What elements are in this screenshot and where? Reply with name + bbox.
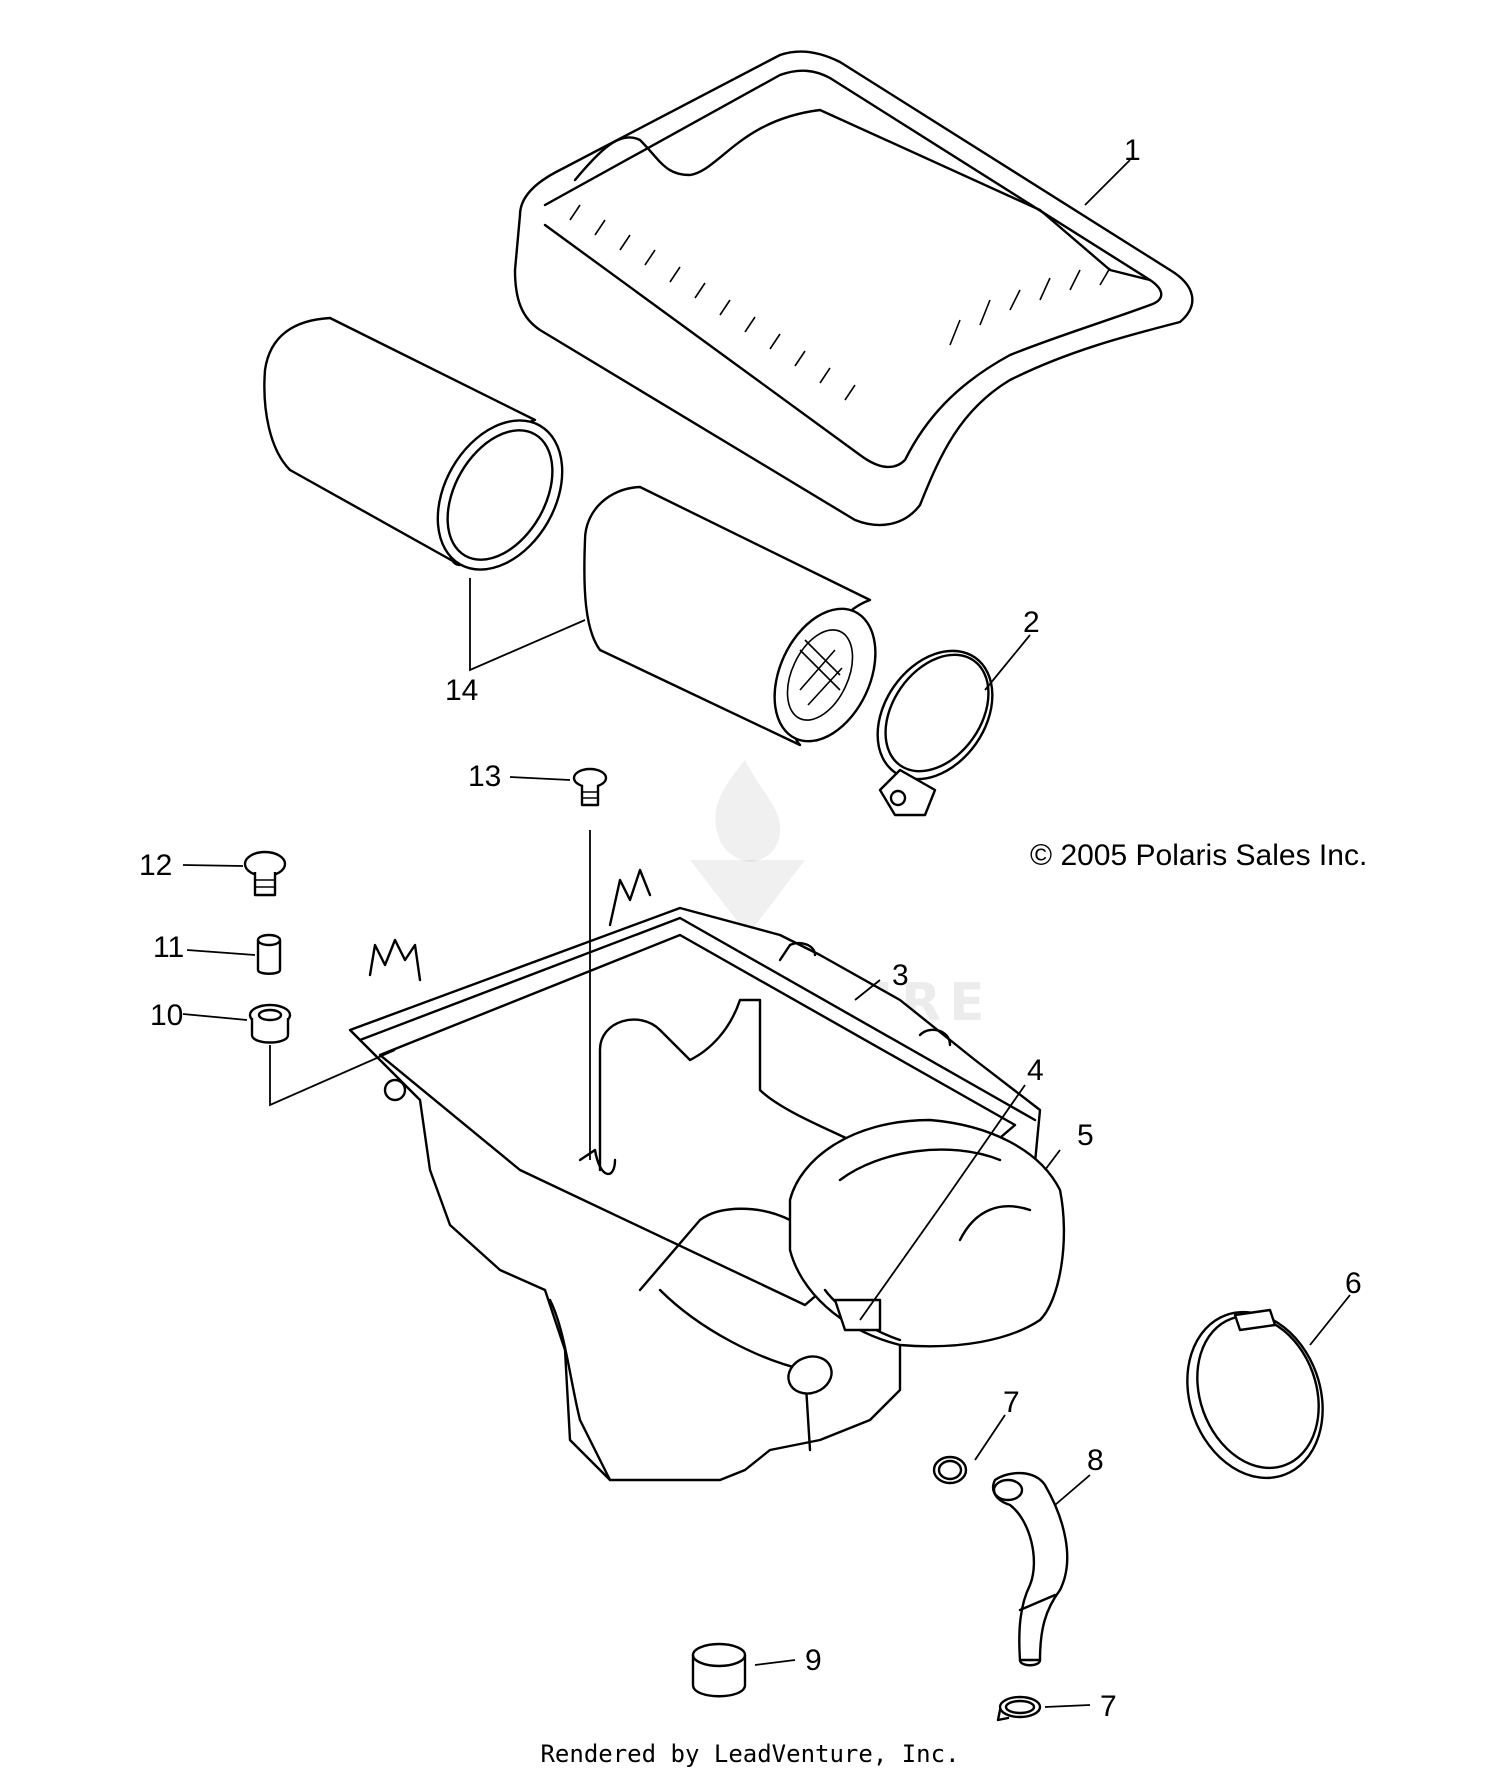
callout-4: 4: [1027, 1054, 1044, 1087]
callout-8: 8: [1087, 1444, 1104, 1477]
callout-12: 12: [139, 849, 172, 882]
v-watermark-icon: [690, 860, 805, 935]
part-13-screw: [572, 767, 608, 807]
part-8-drain-hose: [991, 1471, 1069, 1667]
part-11-sleeve: [256, 933, 282, 975]
callout-7-lower: 7: [1100, 1690, 1117, 1723]
part-7-clamp-lower: [996, 1695, 1042, 1722]
part-14-air-filters: [263, 316, 877, 747]
part-10-grommet: [248, 1003, 292, 1044]
part-3-airbox-base: [348, 868, 1042, 1482]
part-5-intake-duct: [788, 1118, 1066, 1348]
part-1-airbox-cover: [513, 50, 1194, 527]
callout-5: 5: [1077, 1119, 1094, 1152]
callout-14: 14: [445, 674, 478, 707]
callout-3: 3: [892, 959, 909, 992]
callout-2: 2: [1023, 606, 1040, 639]
callout-10: 10: [150, 999, 183, 1032]
callout-11: 11: [153, 931, 184, 964]
callout-9: 9: [805, 1644, 822, 1677]
callouts: 1 2 3 4 5 6 7 8 9 10 11 12 13 7 14: [139, 134, 1362, 1723]
part-12-bolt: [243, 850, 287, 897]
part-6-hose-clamp: [1186, 1308, 1324, 1480]
part-7-clamp-upper: [932, 1455, 968, 1485]
callout-6: 6: [1345, 1267, 1362, 1300]
flame-watermark-icon: [715, 760, 781, 862]
part-9-cap: [691, 1642, 747, 1698]
callout-13: 13: [468, 760, 501, 793]
part-2-clamp: [876, 649, 994, 817]
callout-7-upper: 7: [1003, 1386, 1020, 1419]
leader-lines: [182, 159, 1351, 1708]
copyright-text: © 2005 Polaris Sales Inc.: [1030, 839, 1367, 872]
callout-1: 1: [1124, 134, 1141, 167]
footer-credit: Rendered by LeadVenture, Inc.: [540, 1740, 960, 1768]
